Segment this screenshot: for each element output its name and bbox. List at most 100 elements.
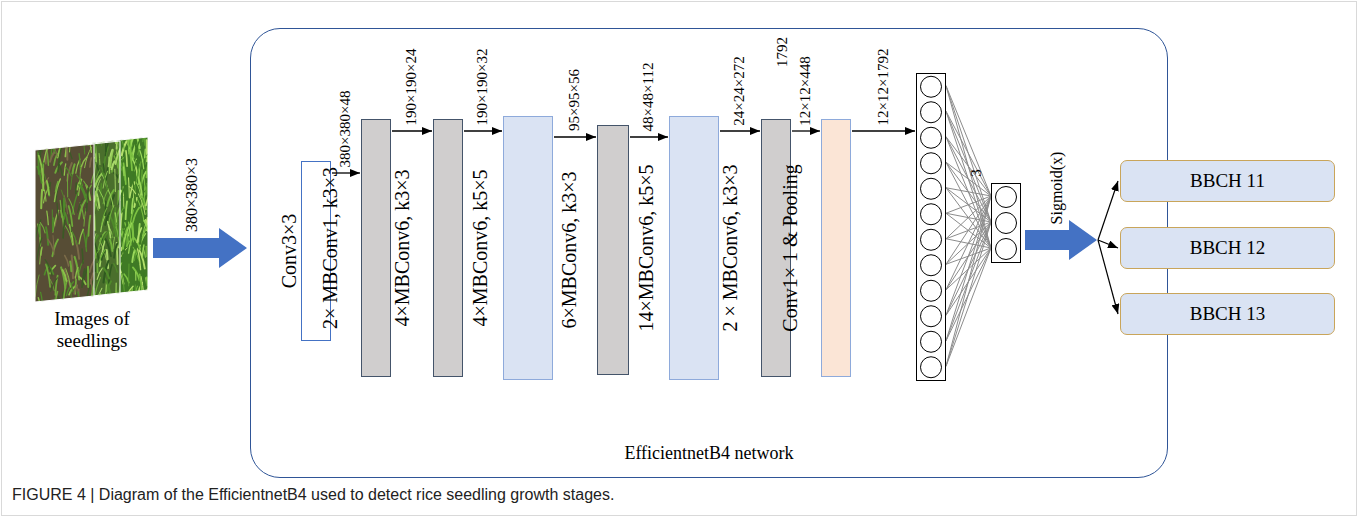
grass-blade — [134, 237, 141, 249]
grass-blade — [67, 146, 73, 158]
grass-blade — [47, 181, 49, 195]
grass-blade — [135, 285, 136, 295]
neuron-circle — [921, 280, 942, 301]
flow-arrow — [464, 130, 502, 131]
grass-blade — [78, 199, 83, 212]
grass-blade — [40, 190, 43, 209]
grass-blade — [115, 283, 116, 293]
grass-blade — [82, 131, 85, 154]
grass-blade — [137, 228, 141, 243]
grass — [32, 122, 97, 319]
grass-blade — [59, 165, 62, 176]
grass-blade — [37, 167, 41, 183]
grass-blade — [112, 220, 119, 240]
unit-count: 3 — [968, 169, 1044, 177]
grass-blade — [48, 239, 54, 251]
tensor-shape: 12×12×1792 — [875, 48, 892, 125]
grass-blade — [140, 151, 144, 169]
grass-blade — [35, 275, 39, 296]
grass-blade — [103, 173, 108, 189]
grass-blade — [54, 298, 55, 310]
grass-blade — [85, 147, 92, 167]
grass-blade — [64, 281, 68, 302]
grass-blade — [80, 168, 81, 187]
grass-blade — [81, 249, 83, 263]
grass-blade — [88, 125, 92, 145]
grass-blade — [140, 274, 142, 293]
grass-blade — [46, 227, 48, 245]
block-arrow — [1025, 220, 1097, 260]
grass-blade — [102, 133, 105, 142]
grass-blade — [123, 298, 129, 307]
grass-blade — [121, 184, 126, 202]
grass-blade — [71, 289, 72, 309]
tensor-shape: 48×48×112 — [640, 62, 657, 131]
neuron-circle — [921, 229, 942, 250]
image-label: Images of seedlings — [32, 308, 152, 352]
neuron-circle — [921, 178, 942, 199]
activation-label: Sigmoid(x) — [1048, 151, 1066, 224]
grass-blade — [45, 190, 47, 201]
grass-blade — [143, 153, 150, 162]
grass-blade — [55, 179, 61, 202]
grass-blade — [124, 163, 126, 184]
grass-blade — [104, 268, 110, 279]
grass-blade — [128, 223, 131, 236]
grass-blade — [74, 285, 77, 294]
connector-group — [153, 86, 1118, 367]
neuron-circle — [921, 331, 942, 352]
grass-blade — [90, 258, 96, 272]
grass-blade — [72, 231, 77, 244]
grass-blade — [116, 294, 118, 306]
grass-blade — [143, 295, 146, 303]
unit-column — [917, 74, 945, 380]
grass-blade — [74, 279, 77, 294]
grass-blade — [144, 149, 146, 157]
dense-connections — [946, 86, 991, 367]
grass-blade — [117, 291, 120, 299]
grass-blade — [105, 283, 107, 300]
grass-blade — [123, 167, 125, 176]
grass-blade — [90, 158, 91, 167]
layer-label: 2 × MBConv6, k3×3 — [719, 164, 834, 331]
tensor-shape: 380×380×3 — [183, 158, 201, 232]
grass-blade — [53, 236, 54, 255]
grass-blade — [63, 270, 67, 281]
grass-blade — [75, 183, 77, 194]
grass-blade — [122, 247, 126, 262]
image-edge — [35, 144, 94, 302]
seedling-image-front — [32, 122, 97, 319]
grass-blade — [39, 156, 43, 178]
neuron-circle — [921, 255, 942, 276]
neuron-circle — [921, 306, 942, 327]
grass-blade — [86, 235, 88, 247]
neuron-circle — [921, 76, 942, 97]
grass-blade — [139, 301, 144, 309]
grass-blade — [69, 199, 74, 215]
grass-blade — [99, 154, 101, 165]
stage-box: BBCH 13 — [1120, 293, 1335, 335]
grass-blade — [49, 126, 50, 146]
neuron-circle — [996, 213, 1017, 234]
grass-blade — [146, 246, 147, 256]
grass-blade — [128, 178, 130, 198]
grass-blade — [38, 225, 40, 237]
grass-blade — [126, 122, 128, 137]
grass-blade — [144, 274, 145, 295]
layer-label: BBCH 11 — [1190, 170, 1265, 192]
grass-blade — [108, 222, 111, 238]
grass-blade — [145, 158, 146, 165]
grass-blade — [135, 272, 136, 280]
grass-blade — [80, 122, 81, 145]
grass-blade — [110, 122, 116, 144]
grass-blade — [133, 299, 137, 308]
grass-blade — [65, 213, 68, 224]
layer-label: BBCH 12 — [1190, 237, 1266, 259]
grass-blade — [108, 190, 113, 207]
grass-blade — [114, 264, 118, 272]
grass-blade — [124, 274, 129, 283]
grass-blade — [45, 260, 52, 276]
grass-blade — [51, 278, 58, 291]
grass-blade — [133, 267, 140, 280]
